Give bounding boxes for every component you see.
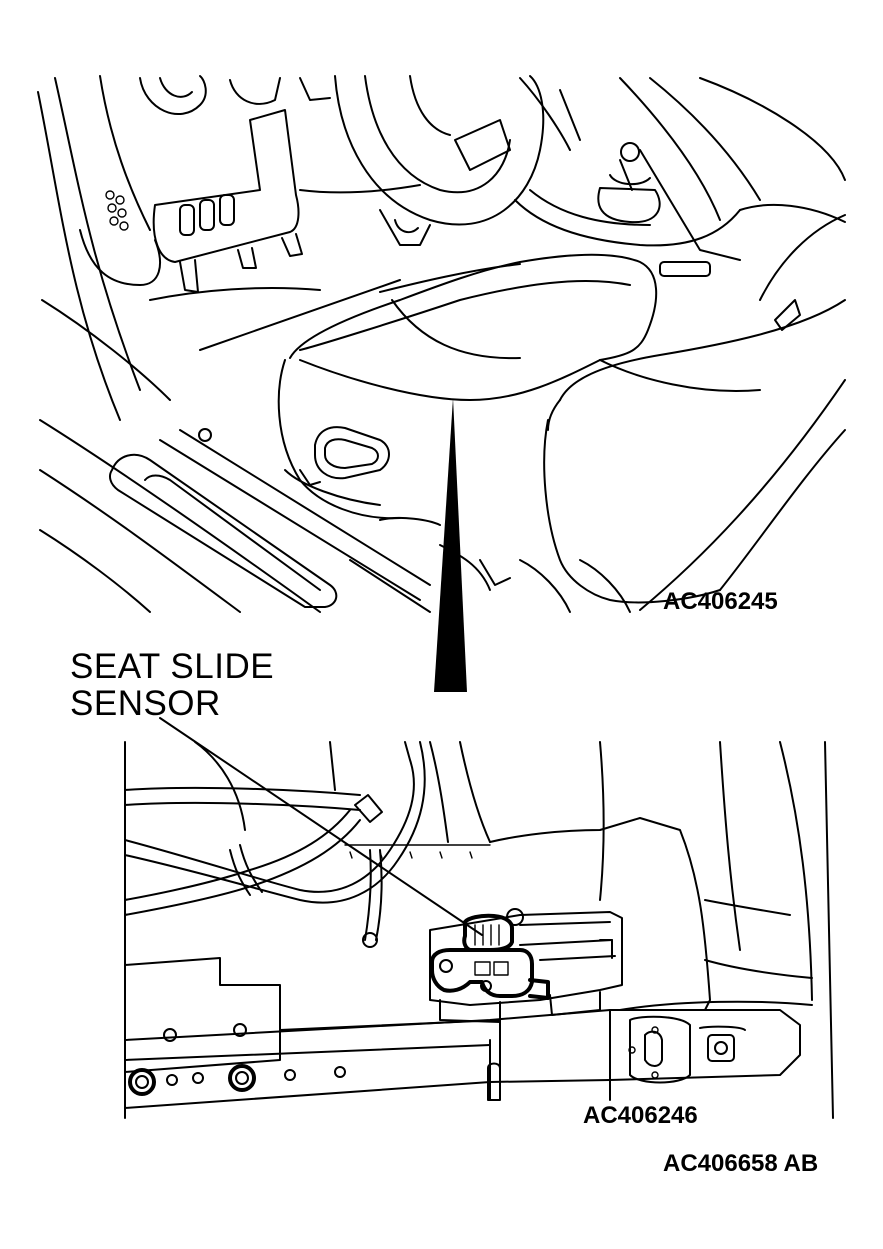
- door-sill-plate: [109, 429, 431, 608]
- seat-back: [543, 203, 846, 611]
- slide-mechanism-body: [429, 908, 623, 1023]
- seat-slide-sensor: [430, 913, 550, 1000]
- seat-spring-row: [344, 844, 491, 859]
- rivet-icon: [228, 1064, 256, 1092]
- callout-label-line-1: SEAT SLIDE: [70, 647, 275, 686]
- lower-dash-panel: [79, 109, 300, 286]
- wire-harness: [124, 741, 491, 948]
- document-id: AC406658 AB: [663, 1150, 819, 1177]
- steering-wheel: [334, 75, 545, 246]
- speaker-grille-icon: [105, 190, 129, 231]
- seat-frame-detail-illustration: [124, 741, 834, 1119]
- mounting-bracket: [124, 957, 346, 1096]
- center-console: [514, 77, 846, 277]
- top-view-figure-id: AC406245: [663, 588, 778, 615]
- seat-slide-sensor-callout-label: SEAT SLIDE SENSOR: [70, 648, 274, 722]
- interior-overview-illustration: [37, 75, 846, 613]
- callout-leader-line: [159, 717, 483, 936]
- bottom-view-figure-id: AC406246: [583, 1102, 698, 1129]
- rivet-icon: [128, 1068, 156, 1096]
- driver-seat-cushion: [277, 253, 658, 520]
- detail-pointer-wedge: [434, 398, 467, 692]
- seat-slide-lever: [314, 426, 390, 480]
- seat-rail: [124, 1009, 801, 1109]
- callout-label-line-2: SENSOR: [70, 684, 221, 723]
- pedals: [179, 233, 303, 293]
